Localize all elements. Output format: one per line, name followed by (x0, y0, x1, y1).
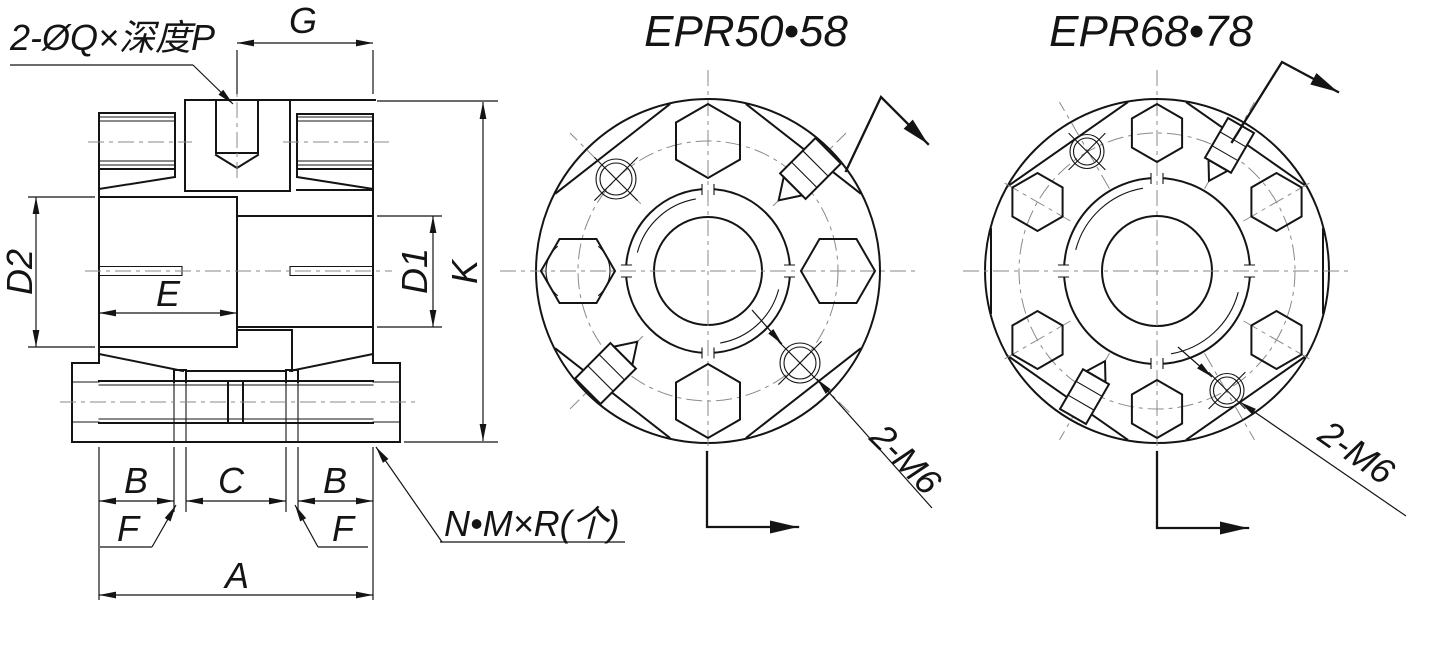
f-left-leader (151, 504, 177, 548)
hex-bolts (1011, 102, 1303, 440)
f-right-leader (294, 504, 319, 548)
m6-leader-inner (1177, 346, 1213, 378)
screw-callout-leader (375, 446, 443, 543)
set-screws (1058, 116, 1256, 426)
dim-label-g: G (289, 0, 317, 41)
dim-label-b-right: B (323, 460, 347, 501)
m6-label: 2-M6 (1311, 411, 1403, 493)
hex-bolts (539, 102, 877, 440)
hex-head-arcs (545, 245, 611, 297)
screw-callout-label: N•M×R(个) (444, 503, 620, 544)
dim-label-d2: D2 (0, 249, 40, 295)
center-lines (500, 70, 915, 452)
hex-bolt-30 (1250, 171, 1303, 233)
hole-callout-label: 2-ØQ×深度P (9, 17, 215, 58)
epr50-front-view: EPR50•58 (500, 7, 950, 534)
dim-label-c: C (218, 460, 245, 501)
hex-bolt-bottom (1130, 378, 1184, 440)
hub-d2-block (98, 196, 238, 348)
hex-bolt-top (675, 102, 741, 180)
dim-label-b-left: B (124, 460, 148, 501)
view-direction-arrow-top (844, 95, 930, 173)
dim-label-a: A (223, 555, 249, 596)
center-lines (963, 70, 1350, 452)
diagonal-center-lines (1000, 101, 1314, 441)
hub-d1-block (236, 189, 374, 372)
m6-leader-inner (751, 309, 783, 345)
dimensions: G 2-ØQ×深度P D2 E D1 K B C B F (0, 0, 625, 600)
m6-holes (1068, 132, 1246, 410)
epr68-front-view: EPR68•78 (963, 7, 1407, 535)
m6-holes (594, 157, 822, 385)
center-lines (60, 72, 415, 403)
bore-chamfer-arcs (636, 198, 780, 344)
m6-leader-outer (1239, 401, 1407, 517)
m6-leader-outer (816, 378, 933, 509)
dim-label-k: K (444, 258, 485, 284)
epr50-title: EPR50•58 (644, 7, 848, 56)
view-direction-arrow-top (1230, 60, 1340, 144)
hex-bolt-left (539, 238, 617, 304)
thread-lines (98, 116, 374, 166)
view-direction-arrow-bottom (705, 450, 800, 534)
hex-bolt-top (1130, 102, 1184, 164)
hex-bolt-bottom (675, 362, 741, 440)
m6-label: 2-M6 (862, 415, 950, 503)
epr68-title: EPR68•78 (1049, 7, 1253, 56)
section-view: G 2-ØQ×深度P D2 E D1 K B C B F (0, 0, 625, 600)
dim-label-f-right: F (332, 508, 356, 549)
hex-bolt-210 (1011, 309, 1064, 371)
view-direction-arrow-bottom (1155, 450, 1250, 535)
set-screws (573, 136, 843, 406)
dim-label-f-left: F (117, 508, 141, 549)
hex-bolt-330 (1250, 309, 1303, 371)
hole-callout-leader (192, 64, 234, 105)
dim-label-e: E (156, 273, 181, 314)
dim-label-d1: D1 (394, 248, 435, 294)
hex-bolt-150 (1011, 171, 1064, 233)
hex-bolt-right (799, 238, 877, 304)
